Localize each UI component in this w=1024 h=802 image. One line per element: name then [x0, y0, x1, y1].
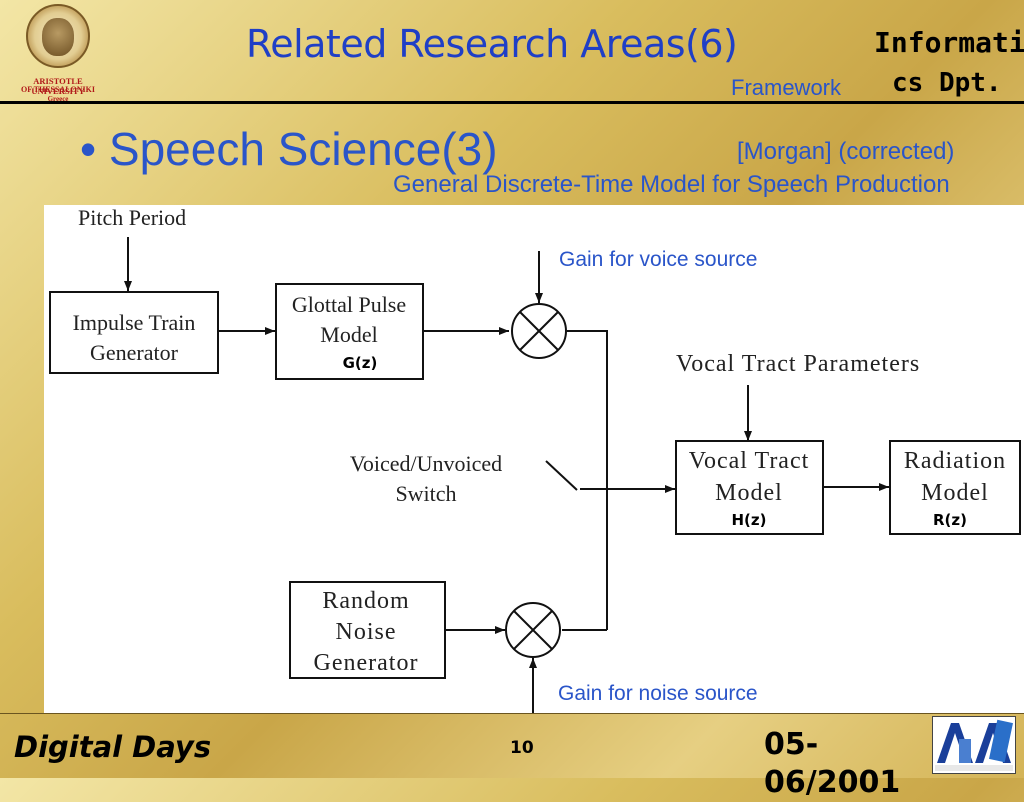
impulse-train-generator-box: [49, 291, 219, 374]
radiation-label-line1: Radiation: [904, 448, 1006, 474]
diagram-subtitle: General Discrete-Time Model for Speech P…: [393, 171, 950, 198]
header-divider: [0, 101, 1024, 104]
radiation-label-line2: Model: [921, 480, 989, 506]
page-number: 10: [510, 738, 534, 758]
footer-date-line2: 06/2001: [764, 765, 901, 800]
glottal-label-line1: Glottal Pulse: [292, 292, 406, 317]
footer-event-name: Digital Days: [14, 730, 212, 764]
noise-label-line1: Random: [322, 588, 409, 614]
vocal-transfer-function: H(z): [732, 511, 767, 529]
speech-model-diagram: Pitch Period Impulse Train Generator Glo…: [44, 205, 1024, 714]
department-label-line2: cs Dpt.: [892, 68, 1002, 98]
glottal-label-line2: Model: [320, 322, 377, 347]
reference-citation: [Morgan] (corrected): [737, 138, 955, 165]
slide-title: Related Research Areas(6): [246, 22, 738, 66]
noise-multiplier-icon: [505, 602, 561, 658]
voice-gain-label: Gain for voice source: [559, 248, 757, 271]
diagram-canvas: Pitch Period Impulse Train Generator Glo…: [49, 205, 1021, 714]
noise-label-line3: Generator: [314, 650, 419, 676]
voice-multiplier-icon: [511, 303, 567, 359]
radiation-transfer-function: R(z): [933, 511, 967, 529]
random-noise-generator-box: [289, 581, 446, 679]
impulse-label-line2: Generator: [90, 340, 179, 365]
university-seal-logo: [26, 4, 90, 68]
footer-divider: [0, 713, 1024, 714]
footer-date: 05- 06/2001: [764, 726, 900, 802]
footer-date-line1: 05-: [764, 727, 819, 762]
voice-path-wire: [567, 330, 608, 630]
ai-lab-logo: [932, 716, 1016, 774]
voiced-unvoiced-switch-icon[interactable]: [545, 460, 578, 491]
vocal-label-line2: Model: [715, 480, 783, 506]
section-label: Framework: [731, 75, 842, 100]
vocal-tract-parameters-label: Vocal Tract Parameters: [676, 351, 920, 377]
vocal-label-line1: Vocal Tract: [689, 448, 810, 474]
impulse-label-line1: Impulse Train: [73, 310, 196, 335]
bullet-heading: • Speech Science(3): [80, 123, 498, 175]
department-label-line1: Informati: [874, 26, 1024, 59]
noise-gain-label: Gain for noise source: [558, 682, 758, 705]
university-name-line3: Greece: [47, 95, 69, 103]
university-name-line2: OF THESSALONIKI: [20, 85, 96, 94]
switch-label-line2: Switch: [395, 481, 456, 506]
noise-label-line2: Noise: [336, 619, 397, 645]
vocal-tract-model-box: [675, 440, 824, 535]
university-name-line1: ARISTOTLE UNIVERSITY: [31, 76, 85, 96]
radiation-model-box: [889, 440, 1021, 535]
pitch-period-label: Pitch Period: [78, 205, 186, 230]
glottal-transfer-function: G(z): [343, 354, 378, 372]
switch-label-line1: Voiced/Unvoiced: [350, 451, 502, 476]
